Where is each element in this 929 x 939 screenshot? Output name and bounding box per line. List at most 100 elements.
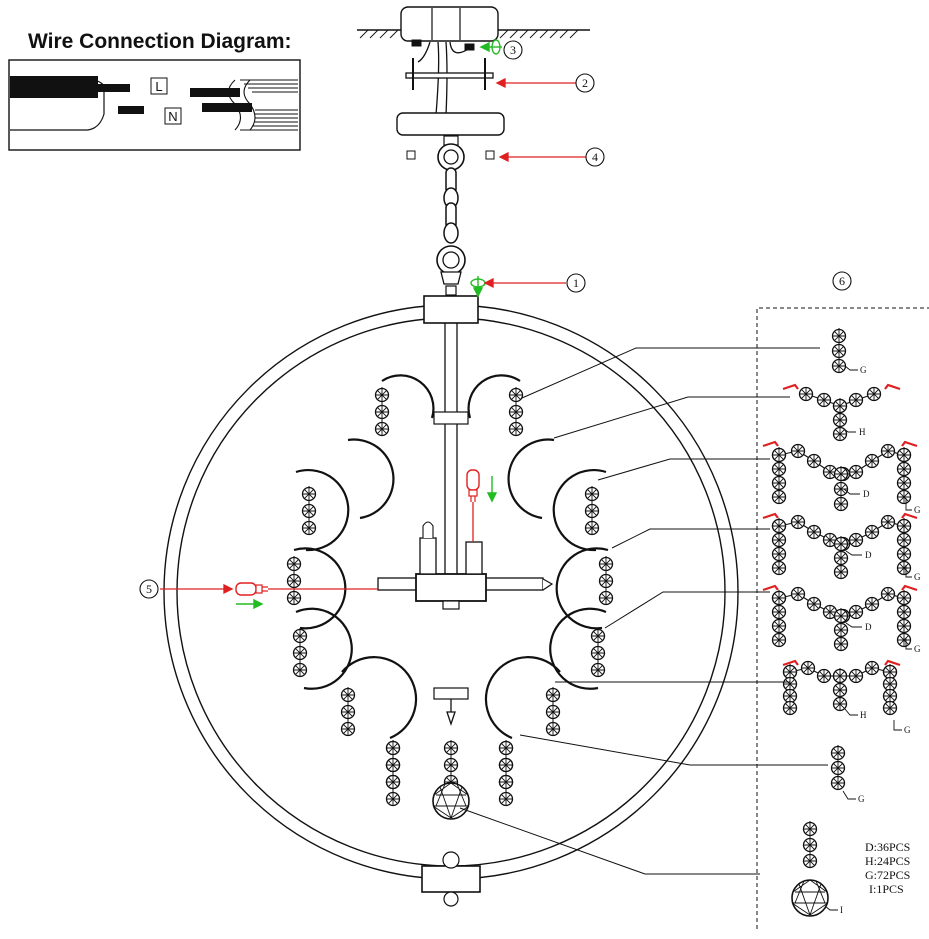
crystal-bead	[782, 664, 798, 680]
c-arm	[341, 656, 418, 740]
strand-label-h: H	[860, 710, 867, 720]
crystal-bead	[545, 721, 561, 737]
crystal-bead	[771, 618, 787, 634]
c-arms	[293, 374, 609, 740]
crystal-bead	[848, 604, 864, 620]
c-arm	[507, 438, 555, 520]
crystal-bead	[882, 700, 898, 716]
crystal-bead	[802, 837, 818, 853]
ceiling-mount	[357, 6, 590, 296]
c-arm	[552, 469, 607, 552]
crystal-bead	[790, 586, 806, 602]
crystal-bead	[443, 757, 459, 773]
crystal-bead	[584, 520, 600, 536]
live-label: L	[155, 79, 162, 94]
crystal-bead	[385, 757, 401, 773]
crystal-bead	[896, 560, 912, 576]
c-arm	[295, 469, 350, 552]
crystal-bead	[584, 503, 600, 519]
crystal-bead	[598, 573, 614, 589]
loop-nut	[440, 271, 462, 285]
strand-hook	[782, 383, 799, 391]
crystal-bead	[806, 524, 822, 540]
callout-circle-3	[503, 40, 523, 60]
crystal-ball-center	[432, 782, 470, 820]
strand-hook	[762, 440, 779, 448]
callout-circle-4	[585, 147, 605, 167]
crystal-bead	[385, 791, 401, 807]
bulb-side	[235, 582, 378, 596]
crystal-bead	[833, 496, 849, 512]
legend-panel-border	[756, 307, 929, 929]
crystal-bead	[498, 740, 514, 756]
c-arm	[484, 656, 561, 740]
crystal-bead	[545, 704, 561, 720]
c-arm	[381, 374, 435, 419]
crystal-bead	[806, 596, 822, 612]
crystal-bead	[896, 618, 912, 634]
crystal-bead	[590, 662, 606, 678]
c-arm	[295, 607, 353, 690]
junction-box	[400, 6, 499, 42]
fixture-cable-strands	[240, 79, 298, 131]
strand-hook	[762, 584, 779, 592]
crystal-bead	[771, 447, 787, 463]
crystal-bead	[340, 721, 356, 737]
crystal-bead	[866, 386, 882, 402]
crystal-bead	[832, 682, 848, 698]
c-arm	[347, 438, 395, 520]
callout-3: 3	[510, 43, 516, 57]
wire-connector-left	[411, 39, 422, 47]
live-label-box	[150, 77, 168, 95]
crystal-bead	[292, 645, 308, 661]
crystal-bead	[831, 343, 847, 359]
crystal-bead	[833, 536, 849, 552]
c-arm	[555, 547, 609, 630]
strand-hook	[901, 512, 918, 520]
crystal-bead	[498, 791, 514, 807]
leader-lines	[459, 347, 828, 875]
crystal-bead	[498, 774, 514, 790]
supply-wires	[417, 41, 471, 116]
crystal-bead	[340, 687, 356, 703]
bulb-top	[466, 469, 480, 542]
callouts: 1 2 3 4 5 6	[139, 40, 852, 599]
crystal-bead	[806, 453, 822, 469]
ceiling-hatch	[359, 29, 579, 39]
crystal-bead	[848, 668, 864, 684]
crystal-bead	[830, 760, 846, 776]
crystal-bead	[286, 590, 302, 606]
crystal-bead	[896, 489, 912, 505]
crystal-strands	[286, 328, 918, 869]
parts-list-g: G:72PCS	[865, 868, 910, 882]
crystal-bead	[301, 486, 317, 502]
crystal-bead	[830, 745, 846, 761]
ceiling-canopy	[396, 112, 505, 136]
crystal-bead	[816, 668, 832, 684]
crystal-bead	[374, 404, 390, 420]
crystal-bead	[374, 387, 390, 403]
strand-hook	[884, 383, 901, 391]
neutral-label: N	[168, 109, 177, 124]
callout-circle-6	[832, 271, 852, 291]
crystal-bead	[864, 453, 880, 469]
callout-4: 4	[592, 150, 598, 164]
neutral-wire-core	[118, 106, 144, 114]
crystal-bead	[832, 696, 848, 712]
crystal-bead	[802, 853, 818, 869]
crystal-bead	[832, 668, 848, 684]
canopy-screw-left	[406, 150, 416, 160]
crystal-bead	[286, 556, 302, 572]
crystal-bead	[880, 586, 896, 602]
strand-hook	[901, 440, 918, 448]
socket-right	[465, 541, 483, 575]
c-arm	[293, 547, 347, 630]
crystal-bead	[848, 392, 864, 408]
crystal-bead	[545, 687, 561, 703]
crystal-bead	[498, 757, 514, 773]
crystal-bead	[896, 475, 912, 491]
crystal-bead	[882, 688, 898, 704]
crystal-bead	[830, 775, 846, 791]
crystal-bead	[301, 520, 317, 536]
